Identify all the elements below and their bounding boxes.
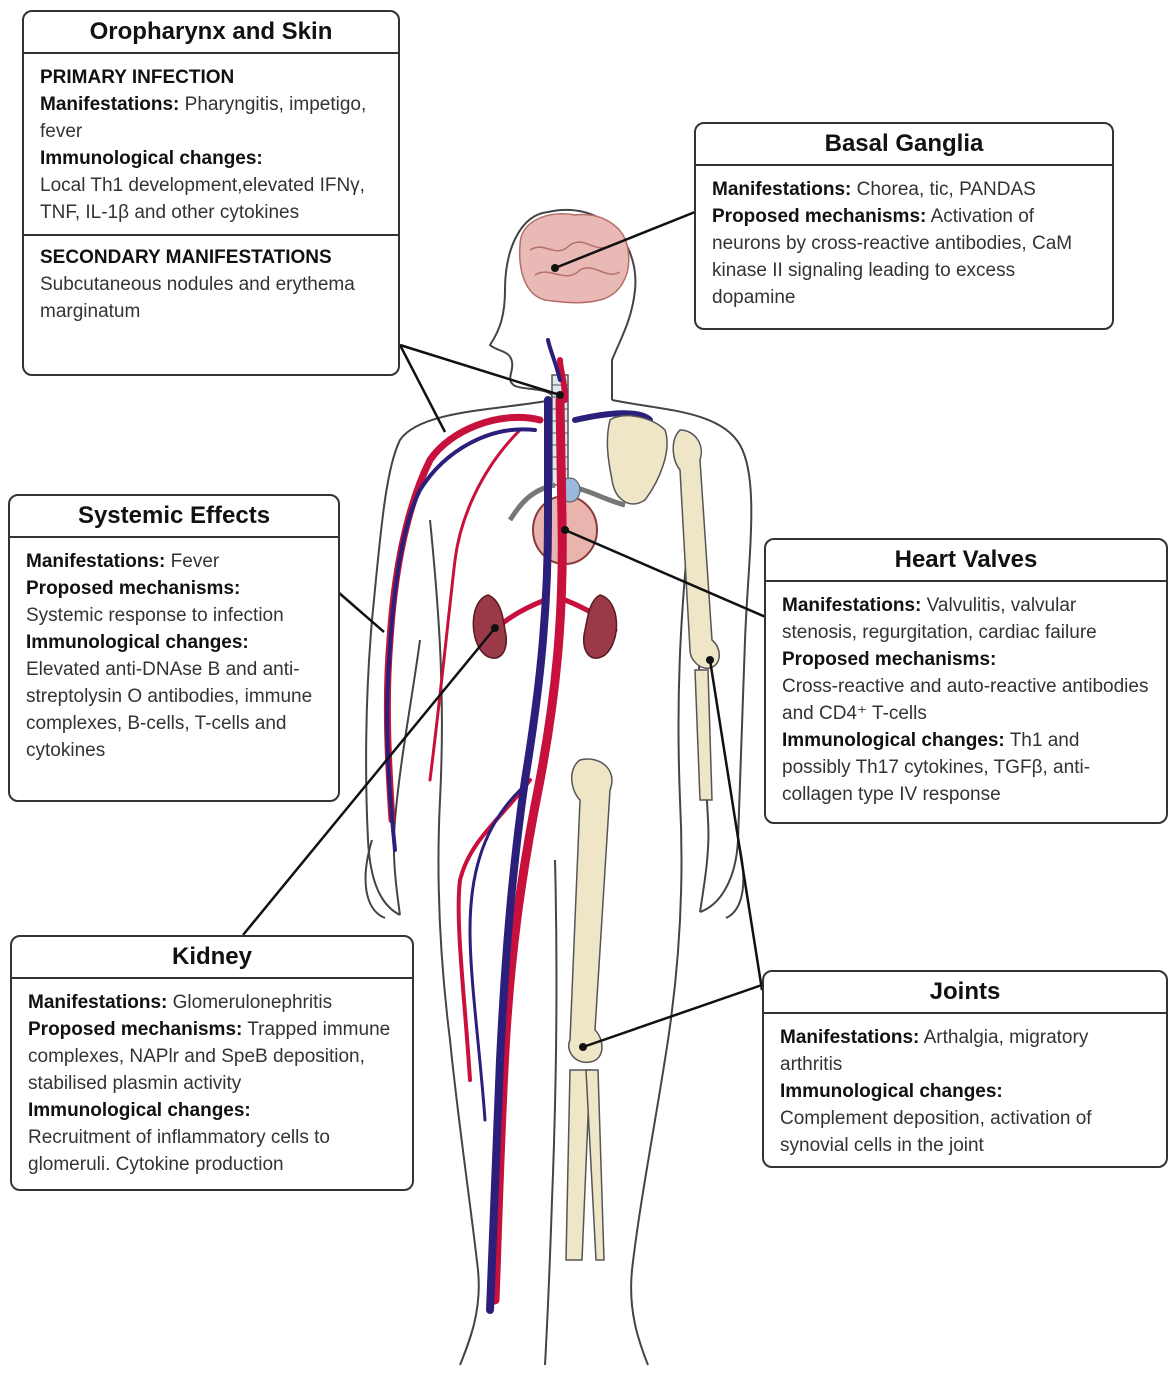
- secondary-heading: SECONDARY MANIFESTATIONS: [40, 244, 384, 271]
- manifestations-line: Manifestations: Pharyngitis, impetigo, f…: [40, 91, 384, 145]
- box-body: Manifestations: Fever Proposed mechanism…: [10, 538, 338, 772]
- box-title: Heart Valves: [766, 540, 1166, 582]
- manifestations-label: Manifestations:: [40, 94, 179, 115]
- immuno-line: Immunological changes: Complement deposit…: [780, 1078, 1152, 1159]
- mechanisms-label: Proposed mechanisms:: [26, 578, 240, 599]
- box-body: Manifestations: Chorea, tic, PANDAS Prop…: [696, 166, 1112, 319]
- immuno-line: Immunological changes: Recruitment of inf…: [28, 1097, 398, 1178]
- manifestations-text: Fever: [171, 551, 220, 572]
- box-body: Manifestations: Valvulitis, valvular ste…: [766, 582, 1166, 816]
- joints-box: Joints Manifestations: Arthalgia, migrat…: [762, 970, 1168, 1168]
- manifestations-label: Manifestations:: [712, 179, 851, 200]
- mechanisms-line: Proposed mechanisms: Cross-reactive and a…: [782, 646, 1152, 727]
- immuno-text: Complement deposition, activation of syn…: [780, 1108, 1092, 1156]
- box-title: Basal Ganglia: [696, 124, 1112, 166]
- manifestations-line: Manifestations: Valvulitis, valvular ste…: [782, 592, 1152, 646]
- heart-valves-box: Heart Valves Manifestations: Valvulitis,…: [764, 538, 1168, 824]
- manifestations-label: Manifestations:: [28, 992, 167, 1013]
- mechanisms-label: Proposed mechanisms:: [782, 649, 996, 670]
- immuno-line: Immunological changes: Th1 and possibly …: [782, 727, 1152, 808]
- veins: [387, 340, 650, 1310]
- immuno-label: Immunological changes:: [782, 730, 1005, 751]
- box-body: PRIMARY INFECTION Manifestations: Pharyn…: [24, 54, 398, 333]
- divider: [24, 234, 398, 236]
- box-title: Systemic Effects: [10, 496, 338, 538]
- box-title: Oropharynx and Skin: [24, 12, 398, 54]
- mechanisms-line: Proposed mechanisms: Activation of neuro…: [712, 203, 1098, 311]
- manifestations-line: Manifestations: Glomerulonephritis: [28, 989, 398, 1016]
- kidney-box: Kidney Manifestations: Glomerulonephriti…: [10, 935, 414, 1191]
- box-body: Manifestations: Arthalgia, migratory art…: [764, 1014, 1166, 1167]
- manifestations-line: Manifestations: Arthalgia, migratory art…: [780, 1024, 1152, 1078]
- primary-infection-heading: PRIMARY INFECTION: [40, 64, 384, 91]
- manifestations-text: Glomerulonephritis: [173, 992, 332, 1013]
- immuno-label: Immunological changes:: [40, 148, 263, 169]
- box-title: Joints: [764, 972, 1166, 1014]
- immuno-text: Local Th1 development,elevated IFNγ, TNF…: [40, 175, 365, 223]
- immuno-text: Recruitment of inflammatory cells to glo…: [28, 1127, 330, 1175]
- manifestations-label: Manifestations:: [26, 551, 165, 572]
- mechanisms-label: Proposed mechanisms:: [28, 1019, 242, 1040]
- immuno-text: Elevated anti-DNAse B and anti-streptoly…: [26, 659, 312, 761]
- manifestations-label: Manifestations:: [782, 595, 921, 616]
- mechanisms-label: Proposed mechanisms:: [712, 206, 926, 227]
- oropharynx-skin-box: Oropharynx and Skin PRIMARY INFECTION Ma…: [22, 10, 400, 376]
- basal-ganglia-box: Basal Ganglia Manifestations: Chorea, ti…: [694, 122, 1114, 330]
- manifestations-label: Manifestations:: [780, 1027, 919, 1048]
- manifestations-line: Manifestations: Chorea, tic, PANDAS: [712, 176, 1098, 203]
- box-body: Manifestations: Glomerulonephritis Propo…: [12, 979, 412, 1186]
- immuno-label: Immunological changes:: [26, 632, 249, 653]
- secondary-text: Subcutaneous nodules and erythema margin…: [40, 271, 384, 325]
- manifestations-line: Manifestations: Fever: [26, 548, 324, 575]
- box-title: Kidney: [12, 937, 412, 979]
- brain: [520, 214, 629, 303]
- systemic-effects-box: Systemic Effects Manifestations: Fever P…: [8, 494, 340, 802]
- mechanisms-text: Systemic response to infection: [26, 605, 284, 626]
- mechanisms-line: Proposed mechanisms: Systemic response to…: [26, 575, 324, 629]
- immuno-label: Immunological changes:: [28, 1100, 251, 1121]
- mechanisms-line: Proposed mechanisms: Trapped immune comp…: [28, 1016, 398, 1097]
- mechanisms-text: Cross-reactive and auto-reactive antibod…: [782, 676, 1148, 724]
- immuno-line: Immunological changes: Local Th1 developm…: [40, 145, 384, 226]
- manifestations-text: Chorea, tic, PANDAS: [857, 179, 1036, 200]
- immuno-label: Immunological changes:: [780, 1081, 1003, 1102]
- immuno-line: Immunological changes: Elevated anti-DNAs…: [26, 629, 324, 764]
